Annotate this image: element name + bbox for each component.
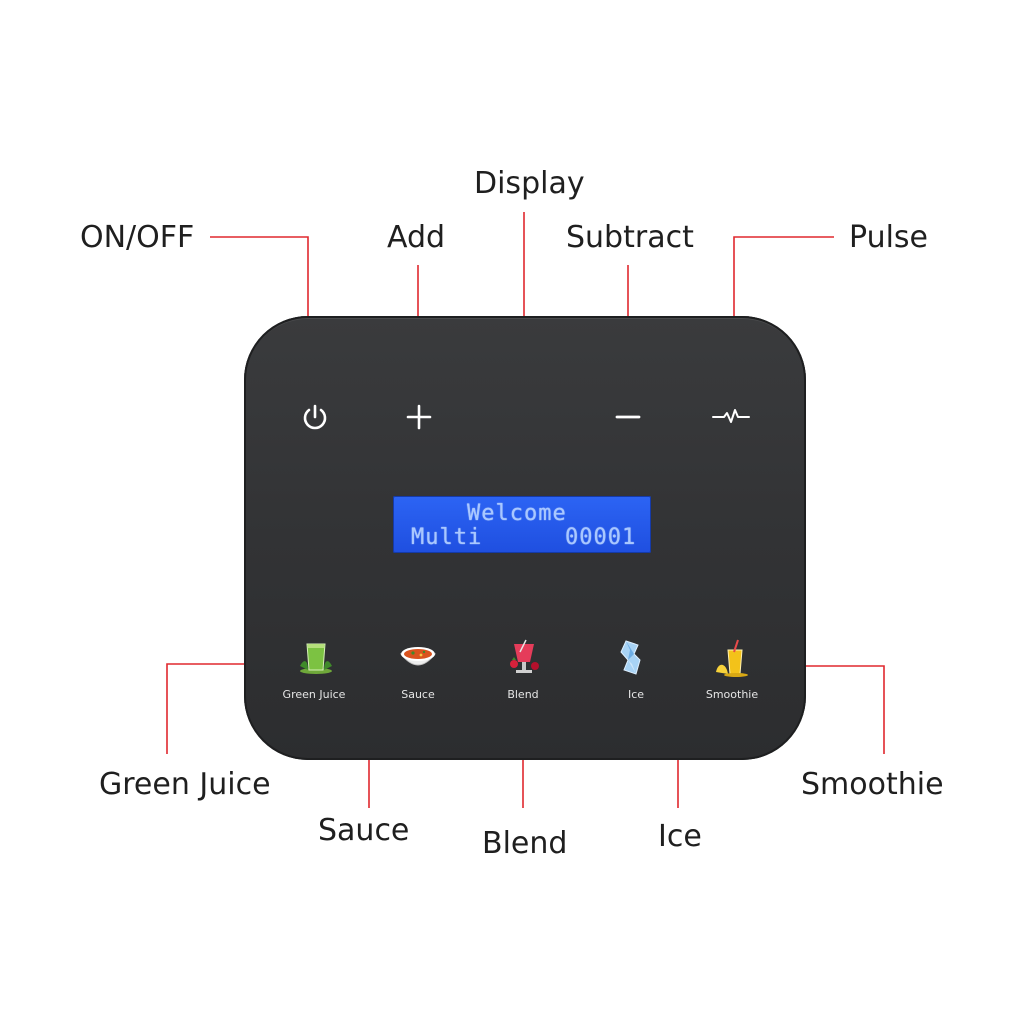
callout-green-juice: Green Juice — [99, 767, 271, 802]
callout-add: Add — [387, 220, 446, 255]
callout-onoff: ON/OFF — [80, 220, 195, 255]
callout-pulse: Pulse — [849, 220, 928, 255]
callout-blend: Blend — [482, 826, 568, 861]
lcd-display: Welcome Multi 00001 — [393, 496, 651, 553]
lcd-line-1: Welcome — [467, 501, 567, 526]
smoothie-glass-icon — [716, 639, 748, 677]
lcd-line-2-right: 00001 — [565, 525, 637, 550]
blend-cup-icon — [510, 639, 539, 673]
green-juice-icon — [300, 643, 332, 674]
callout-ice: Ice — [658, 819, 702, 854]
ice-cube-icon — [620, 640, 641, 675]
mode-label-ice: Ice — [627, 688, 645, 701]
pulse-icon[interactable] — [712, 404, 750, 428]
mode-label-green-juice: Green Juice — [282, 688, 346, 701]
callout-sauce: Sauce — [318, 813, 410, 848]
mode-label-blend: Blend — [507, 688, 539, 701]
lcd-line-2-left: Multi — [411, 525, 483, 550]
minus-icon[interactable] — [615, 404, 641, 430]
power-icon[interactable] — [300, 402, 330, 434]
callout-subtract: Subtract — [566, 220, 694, 255]
plus-icon[interactable] — [406, 404, 432, 430]
mode-label-sauce: Sauce — [401, 688, 435, 701]
callout-display: Display — [474, 166, 585, 201]
callout-smoothie: Smoothie — [801, 767, 944, 802]
mode-label-smoothie: Smoothie — [705, 688, 759, 701]
sauce-bowl-icon — [399, 647, 437, 666]
